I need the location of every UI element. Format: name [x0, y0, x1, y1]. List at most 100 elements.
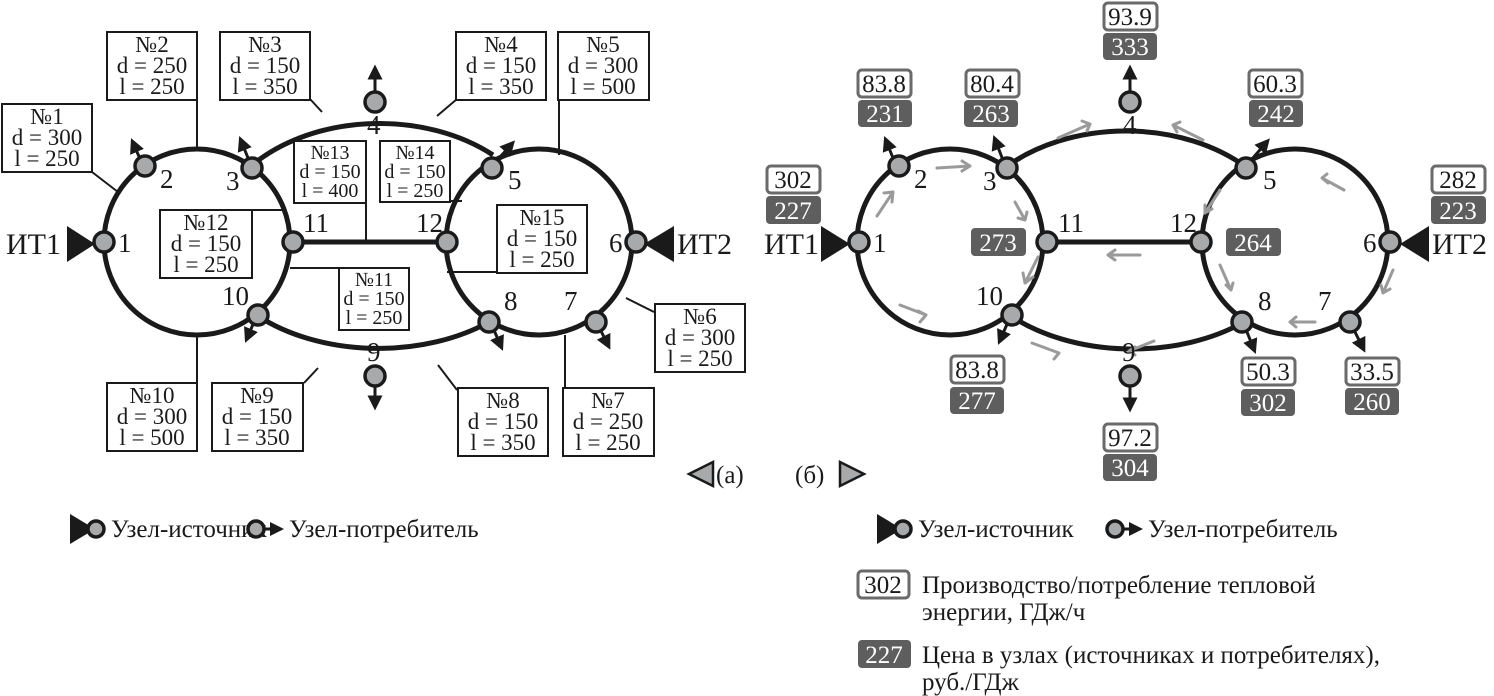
flow-arrows: [875, 119, 1395, 361]
top-arc-b: [1004, 128, 1248, 170]
svg-text:l = 250: l = 250: [667, 346, 732, 371]
svg-text:l = 350: l = 350: [470, 430, 535, 455]
svg-text:l = 250: l = 250: [119, 74, 184, 99]
node-7-b: [1338, 310, 1362, 334]
node-label: 1: [873, 228, 887, 258]
svg-text:d = 150: d = 150: [343, 288, 404, 310]
node-label: 7: [1318, 286, 1332, 316]
pipe-box-15: №15 d = 150 l = 250: [496, 204, 588, 274]
legend-consumer-label: Узел-потребитель: [1148, 516, 1338, 543]
node-label: 7: [564, 286, 578, 316]
node-label: 4: [367, 110, 381, 140]
pipe-box-10: №10 d = 300 l = 500: [106, 382, 198, 452]
price-value: 242: [1257, 101, 1295, 128]
price-value: 277: [958, 388, 996, 415]
node-label: 2: [914, 164, 928, 194]
top-arc-a: [248, 120, 495, 169]
svg-text:d = 300: d = 300: [568, 53, 638, 78]
node-label: 11: [1058, 208, 1084, 238]
svg-text:d = 150: d = 150: [171, 231, 241, 256]
svg-text:d = 150: d = 150: [468, 409, 538, 434]
node-3-a: [240, 156, 264, 180]
price-value: 227: [774, 198, 812, 225]
svg-text:l = 350: l = 350: [232, 74, 297, 99]
pipe-box-3: №3 d = 150 l = 350: [219, 31, 311, 101]
energy-value: 33.5: [1350, 359, 1394, 386]
source-it2-triangle-b: [1400, 226, 1429, 262]
price-value: 304: [1111, 455, 1149, 482]
energy-value: 83.8: [862, 71, 906, 98]
consumer-values-5: 60.3 242: [1247, 68, 1304, 128]
price-legend-line2: руб./ГДж: [922, 669, 1020, 696]
svg-text:№8: №8: [486, 388, 519, 413]
source-label-it2-b: ИТ2: [1432, 228, 1487, 261]
svg-text:№9: №9: [240, 383, 273, 408]
node-5-b: [1234, 156, 1258, 180]
pipe-box-9: №9 d = 150 l = 350: [211, 382, 304, 452]
price-value: 263: [972, 101, 1010, 128]
node-label: 6: [1363, 228, 1377, 258]
node-label: 9: [367, 337, 381, 367]
price-value: 260: [1353, 389, 1391, 416]
node-label: 12: [1170, 208, 1197, 238]
svg-text:302: 302: [864, 572, 902, 599]
pipe-box-8: №8 d = 150 l = 350: [457, 387, 549, 457]
node-9-b: [1118, 364, 1142, 388]
flow-arrow-icon: [935, 159, 972, 173]
flow-arrow-icon: [898, 303, 928, 324]
svg-text:l = 250: l = 250: [346, 307, 403, 329]
flow-arrow-icon: [1203, 188, 1222, 215]
energy-value: 97.2: [1108, 425, 1152, 452]
flow-arrow-icon: [1218, 263, 1235, 292]
svg-text:d = 250: d = 250: [117, 53, 187, 78]
node-label: 10: [222, 281, 249, 311]
consumer-values-7: 33.5 260: [1344, 356, 1401, 416]
flow-arrow-icon: [1127, 339, 1156, 357]
pipe-box-13: №13 d = 150 l = 400: [293, 140, 367, 204]
node-label: 8: [504, 286, 518, 316]
svg-text:№10: №10: [130, 383, 175, 408]
node-12-a: [435, 230, 459, 254]
legend-consumer-label: Узел-потребитель: [289, 516, 479, 543]
flow-arrow-icon: [1320, 172, 1346, 192]
consumer-values-2: 83.8 231: [856, 68, 913, 128]
flow-arrow-icon: [1030, 341, 1061, 361]
price-value: 273: [979, 230, 1017, 257]
svg-text:227: 227: [865, 642, 903, 669]
svg-text:d = 150: d = 150: [230, 53, 300, 78]
energy-value: 302: [774, 167, 812, 194]
node-2-b: [887, 154, 911, 178]
energy-legend-line2: энергии, ГДж/ч: [922, 599, 1085, 626]
node-11-a: [281, 230, 305, 254]
pipe-box-5: №5 d = 300 l = 500: [557, 31, 650, 101]
node-label: 4: [1123, 110, 1137, 140]
node-8-b: [1230, 310, 1254, 334]
panel-b-label: (б): [795, 462, 824, 489]
energy-value: 50.3: [1246, 359, 1290, 386]
node-10-a: [246, 303, 270, 327]
flow-arrow-icon: [1013, 200, 1029, 222]
consumer-node-legend-icon: [246, 519, 266, 539]
node-4-a: [363, 90, 387, 114]
node-6-a: [624, 230, 648, 254]
node-6-b: [1378, 230, 1402, 254]
svg-text:d = 150: d = 150: [299, 161, 360, 183]
legend-a: Узел-источник Узел-потребитель: [70, 514, 479, 544]
pipe-box-11: №11 d = 150 l = 250: [338, 267, 410, 331]
node-11-b: [1035, 230, 1059, 254]
svg-text:№1: №1: [30, 104, 63, 129]
svg-text:d = 300: d = 300: [117, 404, 187, 429]
pipe-box-2: №2 d = 250 l = 250: [106, 31, 198, 101]
svg-text:d = 300: d = 300: [12, 125, 82, 150]
svg-text:l = 250: l = 250: [575, 430, 640, 455]
pipe-box-12: №12 d = 150 l = 250: [159, 209, 253, 279]
source-values-it2: 282 223: [1430, 164, 1487, 225]
energy-legend-swatch: [856, 569, 911, 600]
svg-text:№6: №6: [683, 304, 716, 329]
source-values-it1: 302 227: [765, 164, 822, 225]
svg-text:d = 150: d = 150: [384, 161, 445, 183]
consumer-node-legend-icon: [1105, 519, 1125, 539]
source-node-legend-icon: [877, 514, 902, 544]
node-label: 6: [609, 228, 623, 258]
